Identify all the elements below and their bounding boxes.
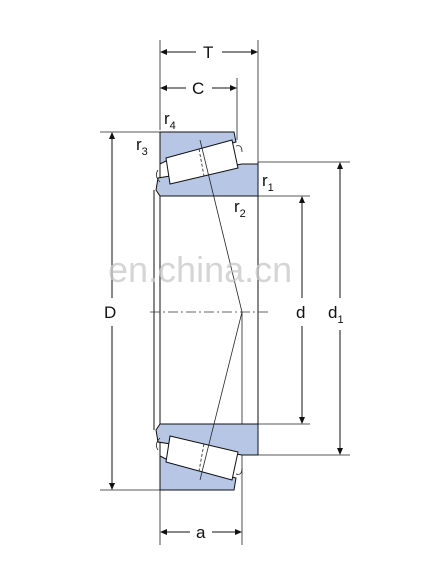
dimension-d-outer-arrow-top xyxy=(109,132,115,139)
pressure-line-top xyxy=(199,139,243,313)
dimension-a-arrow-left xyxy=(160,529,167,535)
label-r1: r1 xyxy=(262,171,274,194)
label-r4: r4 xyxy=(164,109,176,132)
dimension-c-arrow-left xyxy=(160,85,167,91)
label-r3: r3 xyxy=(136,135,148,158)
dimension-a-arrow-right xyxy=(235,529,242,535)
dimension-bore-arrow-top xyxy=(299,196,305,203)
label-d1: d1 xyxy=(328,303,344,326)
label-bore-diameter: d xyxy=(296,303,305,322)
dimension-d-outer-arrow-bottom xyxy=(109,483,115,490)
dimension-d1-arrow-top xyxy=(337,162,343,169)
pressure-line-bottom xyxy=(199,311,243,481)
cage-top-right xyxy=(235,145,243,153)
dimension-d1-arrow-bottom xyxy=(337,448,343,455)
roller-top-axis xyxy=(198,148,205,177)
cage-bottom-right xyxy=(235,467,243,475)
dimension-t-arrow-right xyxy=(251,49,258,55)
label-outer-diameter: D xyxy=(104,303,116,322)
label-r2: r2 xyxy=(234,197,246,220)
watermark: en.china.cn xyxy=(108,249,292,290)
inner-ring-bottom xyxy=(155,423,259,456)
cage-bottom-left xyxy=(156,437,161,451)
roller-bottom-axis xyxy=(198,443,205,472)
cage-top-left xyxy=(156,169,161,183)
roller-bottom xyxy=(165,435,239,481)
label-c: C xyxy=(192,79,204,98)
dimension-c-arrow-right xyxy=(230,85,237,91)
dimension-t-arrow-left xyxy=(160,49,167,55)
label-t: T xyxy=(203,43,213,62)
roller-top xyxy=(165,139,239,185)
dimension-bore-arrow-bottom xyxy=(299,417,305,424)
label-a: a xyxy=(196,523,206,542)
inner-ring-top xyxy=(155,163,259,197)
